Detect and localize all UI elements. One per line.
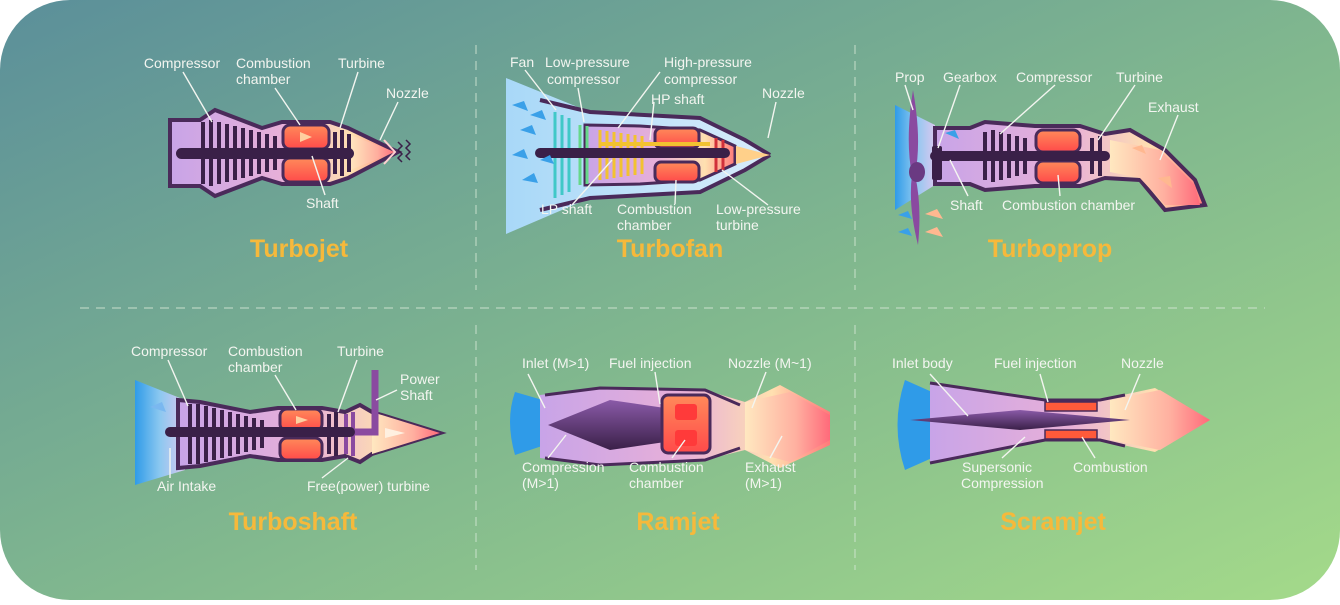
turbofan-label-lp-turbine-2: turbine [716,217,759,233]
panel-scramjet: Inlet body Fuel injection Nozzle Superso… [892,355,1210,536]
turbojet-label-turbine: Turbine [338,55,385,71]
turbojet-label-nozzle: Nozzle [386,85,429,101]
panel-turbofan: Fan Low-pressure compressor High-pressur… [506,54,805,263]
turbofan-engine [506,78,772,234]
turbofan-label-hp-compressor: compressor [664,71,737,87]
turbojet-label-combustion: Combustion [236,55,311,71]
turbofan-label-hp: High-pressure [664,54,752,70]
turboshaft-label-turbine: Turbine [337,343,384,359]
ramjet-engine [510,385,830,468]
turbojet-label-shaft: Shaft [306,195,339,211]
turbojet-title: Turbojet [250,235,349,263]
panel-ramjet: Inlet (M>1) Fuel injection Nozzle (M~1) … [510,355,830,536]
turbojet-engine [168,107,412,199]
scramjet-label-combustion: Combustion [1073,459,1148,475]
turbofan-label-combustion: Combustion [617,201,692,217]
turbofan-title: Turbofan [617,235,723,263]
turboshaft-title: Turboshaft [229,508,358,536]
scramjet-label-inlet-body: Inlet body [892,355,953,371]
turboprop-engine [895,90,1208,245]
turboprop-label-exhaust: Exhaust [1148,99,1199,115]
scramjet-leader-lines [929,373,1141,459]
turbofan-label-chamber: chamber [617,217,672,233]
turboprop-label-prop: Prop [895,69,925,85]
turboshaft-label-combustion: Combustion [228,343,303,359]
turboshaft-label-power: Power [400,371,440,387]
turbofan-label-lp-compressor: compressor [547,71,620,87]
turbofan-label-lp: Low-pressure [545,54,630,70]
turboshaft-engine [135,370,447,485]
ramjet-label-combustion: Combustion [629,459,704,475]
ramjet-label-fuel-injection: Fuel injection [609,355,692,371]
turbofan-label-lp-shaft: LP shaft [541,201,592,217]
turboprop-label-shaft: Shaft [950,197,983,213]
scramjet-label-nozzle: Nozzle [1121,355,1164,371]
grid-separators [80,45,1265,570]
scramjet-label-fuel-injection: Fuel injection [994,355,1077,371]
turbofan-label-lp-turbine-1: Low-pressure [716,201,801,217]
turbofan-leader-lines [524,69,777,206]
ramjet-leader-lines [527,371,783,459]
ramjet-label-exhaust: Exhaust [745,459,796,475]
turboshaft-label-chamber: chamber [228,359,283,375]
scramjet-label-supersonic: Supersonic [962,459,1032,475]
turbojet-leader-lines [182,71,399,196]
turboprop-label-combustion-chamber: Combustion chamber [1002,197,1135,213]
turboprop-title: Turboprop [988,235,1113,263]
turboprop-leader-lines [904,84,1179,197]
turboprop-label-gearbox: Gearbox [943,69,997,85]
turbofan-label-nozzle: Nozzle [762,85,805,101]
turboshaft-leader-lines [167,359,398,479]
ramjet-label-compression: Compression [522,459,604,475]
panel-turboprop: Prop Gearbox Compressor Turbine Exhaust … [895,69,1208,263]
turboprop-label-turbine: Turbine [1116,69,1163,85]
ramjet-label-chamber: chamber [629,475,684,491]
turbofan-label-hp-shaft: HP shaft [651,91,705,107]
ramjet-label-compression-mach: (M>1) [522,475,559,491]
turboshaft-label-shaft: Shaft [400,387,433,403]
ramjet-label-exhaust-mach: (M>1) [745,475,782,491]
turboshaft-label-air-intake: Air Intake [157,478,216,494]
turboshaft-label-compressor: Compressor [131,343,208,359]
ramjet-title: Ramjet [636,508,720,536]
turbofan-label-fan: Fan [510,54,534,70]
scramjet-title: Scramjet [1000,508,1106,536]
turbojet-label-compressor: Compressor [144,55,221,71]
ramjet-label-inlet: Inlet (M>1) [522,355,589,371]
turboprop-label-compressor: Compressor [1016,69,1093,85]
turbojet-label-chamber: chamber [236,71,291,87]
panel-turboshaft: Compressor Combustion chamber Turbine Po… [131,343,447,536]
panel-turbojet: Compressor Combustion chamber Turbine No… [144,55,429,263]
ramjet-label-nozzle: Nozzle (M~1) [728,355,812,371]
scramjet-label-compression: Compression [961,475,1043,491]
turboshaft-label-free-turbine: Free(power) turbine [307,478,430,494]
scramjet-engine [897,380,1210,470]
